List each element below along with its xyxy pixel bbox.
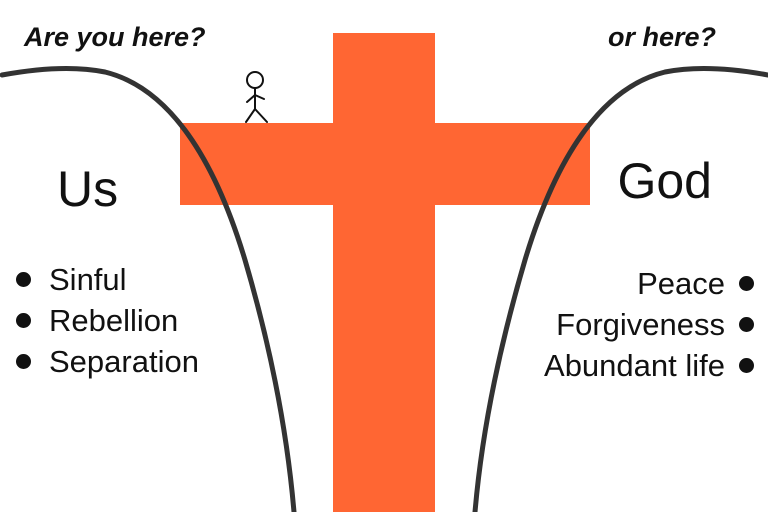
us-item-label: Sinful [49, 262, 127, 297]
left-prompt: Are you here? [24, 22, 206, 52]
us-list: Sinful Rebellion Separation [16, 259, 199, 382]
god-item-label: Forgiveness [556, 307, 725, 342]
god-item: Abundant life [544, 345, 754, 386]
cross-horizontal-beam [180, 123, 590, 205]
us-title: Us [57, 161, 119, 217]
god-item: Forgiveness [544, 304, 754, 345]
god-item-label: Abundant life [544, 348, 725, 383]
right-prompt: or here? [607, 22, 716, 52]
bullet-dot-icon [16, 354, 31, 369]
god-item-label: Peace [637, 266, 725, 301]
bullet-dot-icon [16, 313, 31, 328]
god-title: God [617, 153, 712, 209]
god-cliff-outline [472, 65, 768, 512]
god-list: Peace Forgiveness Abundant life [544, 263, 754, 386]
stick-figure-icon [245, 71, 268, 123]
us-item-label: Separation [49, 344, 199, 379]
bullet-dot-icon [739, 317, 754, 332]
us-cliff-outline [0, 65, 297, 512]
us-item: Rebellion [16, 300, 199, 341]
god-item: Peace [544, 263, 754, 304]
bullet-dot-icon [16, 272, 31, 287]
bullet-dot-icon [739, 358, 754, 373]
us-item: Separation [16, 341, 199, 382]
bullet-dot-icon [739, 276, 754, 291]
us-item-label: Rebellion [49, 303, 179, 338]
cross-vertical-beam [333, 33, 435, 512]
us-item: Sinful [16, 259, 199, 300]
